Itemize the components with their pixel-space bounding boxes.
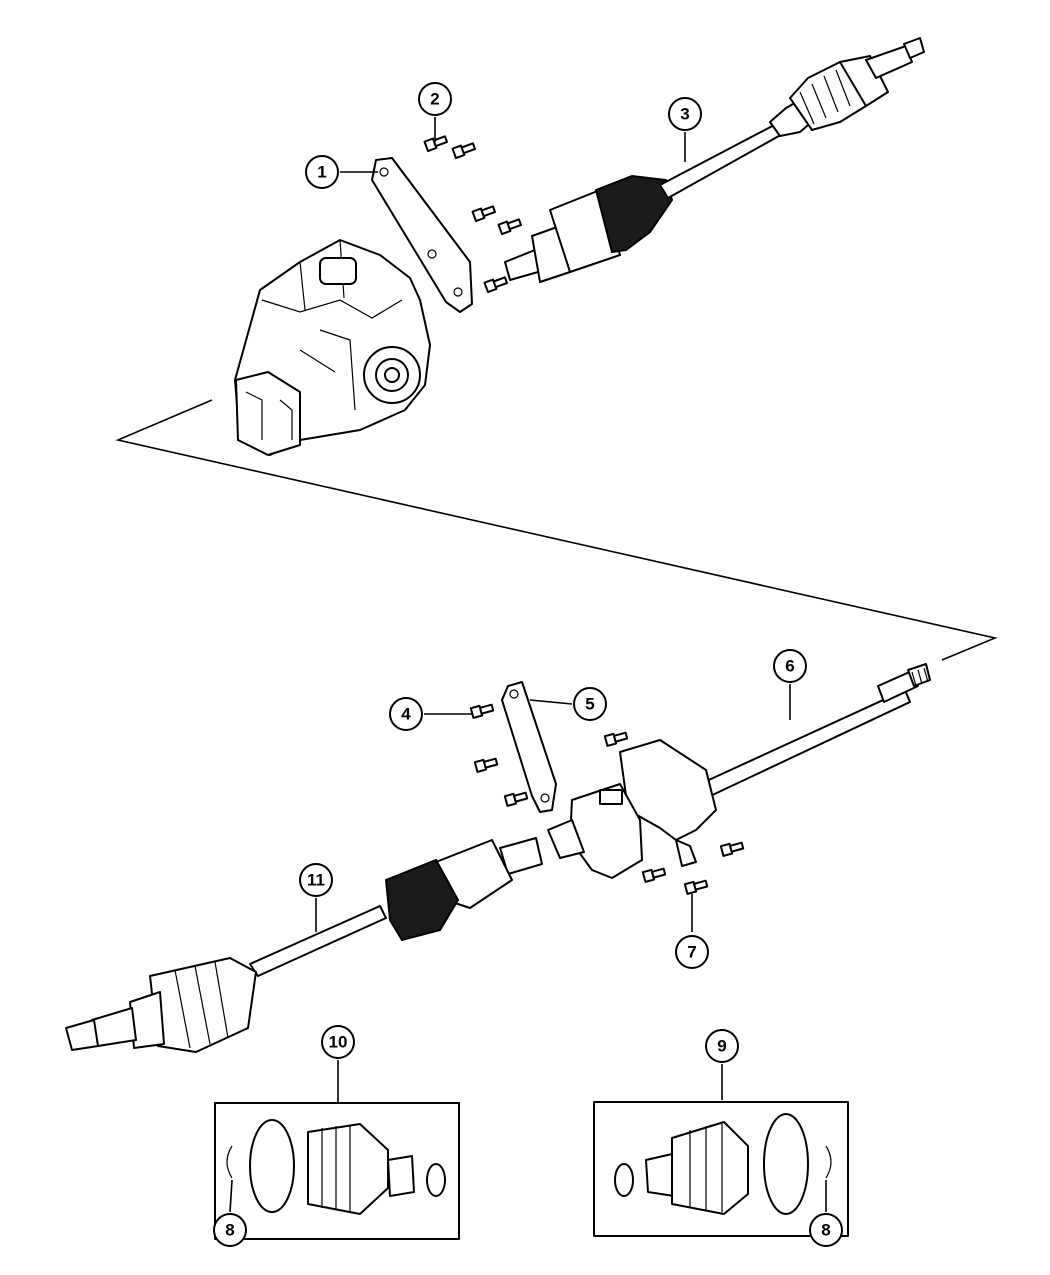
svg-text:2: 2 [430, 90, 439, 109]
bracket-1 [371, 157, 473, 313]
callout-8-right: 8 [809, 1213, 843, 1247]
callout-8-left: 8 [213, 1213, 247, 1247]
section-divider-line [115, 399, 998, 661]
svg-text:4: 4 [401, 705, 411, 724]
svg-text:8: 8 [821, 1221, 830, 1240]
callout-9: 9 [705, 1029, 739, 1063]
callout-4: 4 [389, 697, 423, 731]
half-shaft-3 [504, 37, 925, 283]
callout-11: 11 [299, 863, 333, 897]
intermediate-shaft-6 [547, 663, 931, 879]
svg-text:7: 7 [687, 943, 696, 962]
inner-boot-kit-9 [593, 1101, 849, 1237]
svg-text:5: 5 [585, 695, 594, 714]
callout-1: 1 [305, 155, 339, 189]
callout-7: 7 [675, 935, 709, 969]
bolts-4 [469, 703, 629, 807]
power-transfer-unit [234, 239, 431, 456]
svg-text:11: 11 [307, 871, 325, 890]
bolts-2 [423, 135, 523, 294]
bolts-7 [641, 841, 745, 895]
callout-3: 3 [668, 97, 702, 131]
svg-text:10: 10 [329, 1033, 348, 1052]
callout-5: 5 [573, 687, 607, 721]
svg-text:1: 1 [317, 163, 326, 182]
callout-6: 6 [773, 649, 807, 683]
svg-text:3: 3 [680, 105, 689, 124]
half-shaft-11 [65, 837, 543, 1053]
callout-2: 2 [418, 82, 452, 116]
bracket-5 [501, 681, 557, 813]
svg-text:6: 6 [785, 657, 794, 676]
leader-lines [229, 117, 827, 1213]
outer-boot-kit-10 [214, 1102, 460, 1240]
svg-text:9: 9 [717, 1037, 726, 1056]
callout-10: 10 [321, 1025, 355, 1059]
svg-text:8: 8 [225, 1221, 234, 1240]
